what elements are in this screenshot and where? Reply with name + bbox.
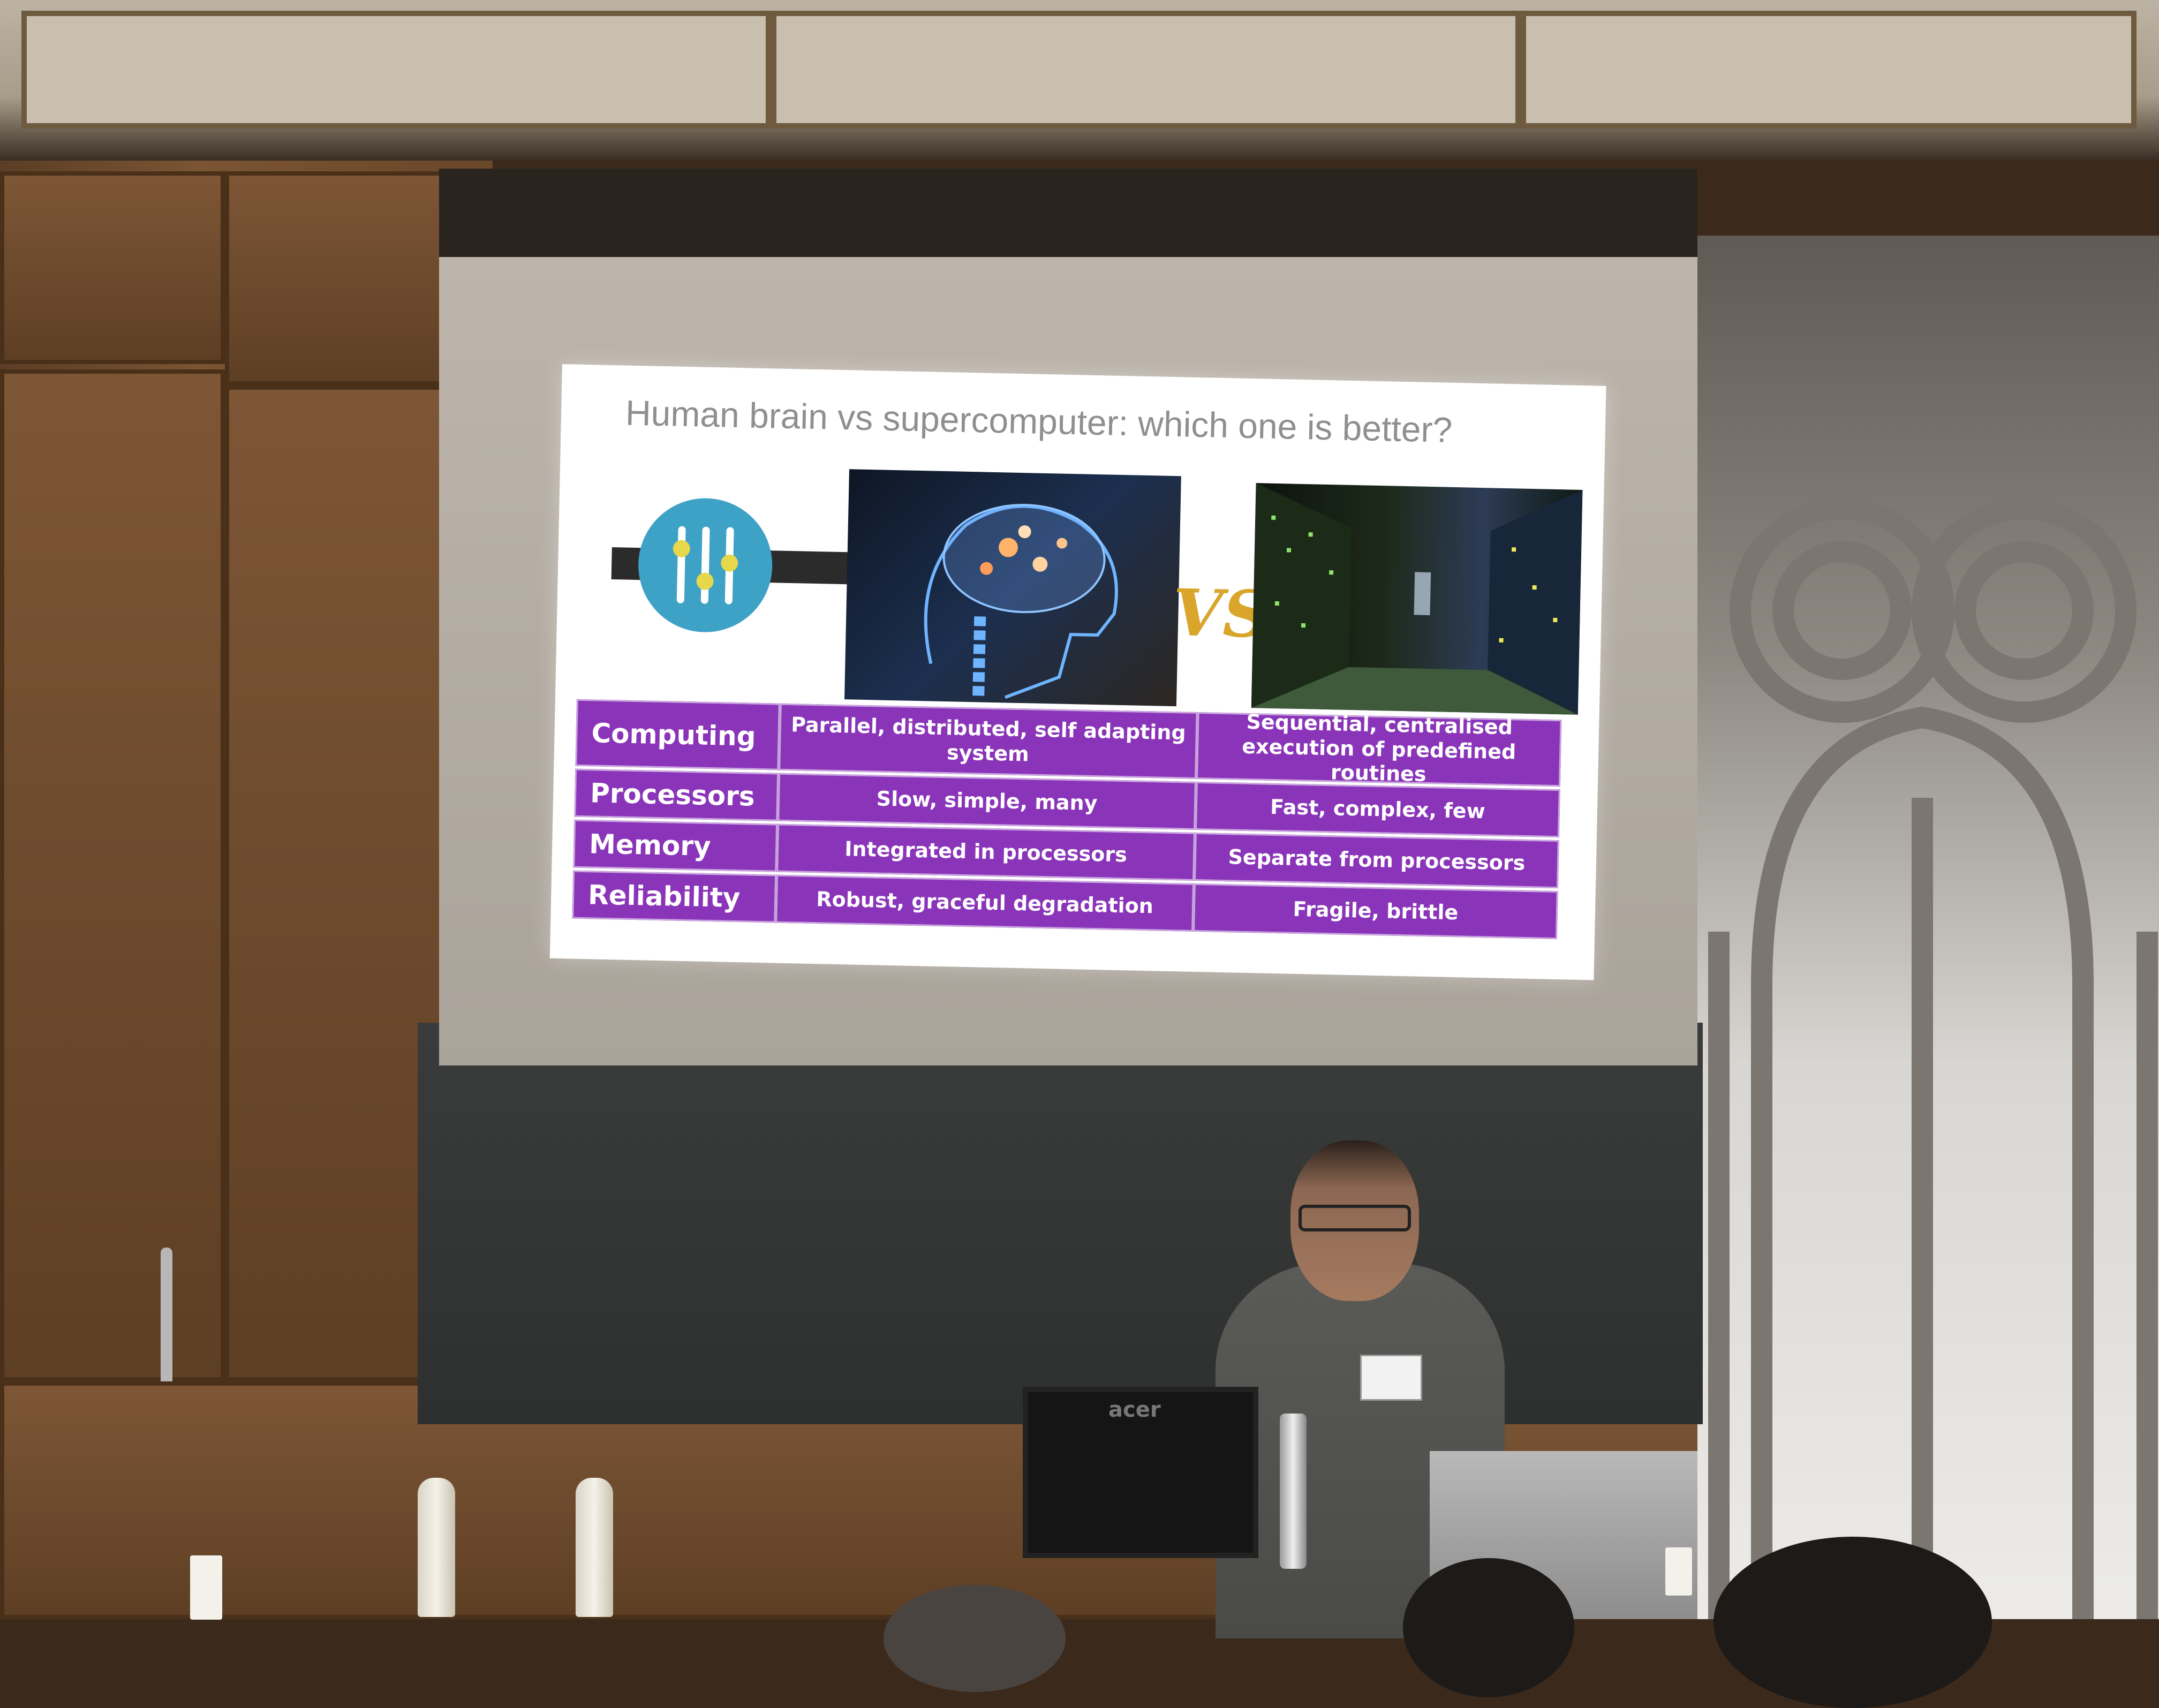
- slide-title: Human brain vs supercomputer: which one …: [625, 392, 1453, 450]
- computer-reliability: Fragile, brittle: [1193, 883, 1558, 940]
- wood-panel: [0, 171, 225, 364]
- water-bottle: [576, 1478, 613, 1617]
- audience-head: [1713, 1537, 1992, 1708]
- sliders-icon: [637, 497, 774, 634]
- row-label-computing: Computing: [575, 699, 780, 770]
- row-label-reliability: Reliability: [572, 870, 777, 923]
- monitor-brand: acer: [1108, 1397, 1161, 1422]
- dark-wall: [418, 1023, 1703, 1424]
- server-racks-icon: [1251, 483, 1583, 715]
- computer-computing: Sequential, centralised execution of pre…: [1196, 710, 1562, 787]
- presentation-slide: Human brain vs supercomputer: which one …: [549, 364, 1606, 980]
- brain-head-icon: [924, 504, 1118, 699]
- monitor: acer: [1023, 1387, 1258, 1558]
- ceiling-panel: [771, 11, 1521, 129]
- ceiling-panel: [21, 11, 771, 129]
- brain-image: [844, 469, 1181, 707]
- cup: [1665, 1547, 1692, 1596]
- name-badge: [1360, 1355, 1422, 1401]
- screen-housing: [439, 169, 1697, 260]
- window-tracery-icon: [1708, 498, 2158, 1619]
- door-handle: [161, 1248, 172, 1392]
- audience-head: [884, 1585, 1066, 1692]
- wood-panel: [225, 171, 471, 386]
- brain-memory: Integrated in processors: [776, 823, 1195, 881]
- audience-head: [1403, 1558, 1574, 1697]
- brain-processors: Slow, simple, many: [777, 773, 1196, 830]
- speaker-glasses: [1299, 1205, 1411, 1231]
- brain-computing: Parallel, distributed, self adapting sys…: [779, 703, 1198, 779]
- cup: [190, 1555, 222, 1620]
- supercomputer-image: [1251, 483, 1583, 715]
- gothic-window: [1697, 236, 2159, 1619]
- ceiling-panel: [1521, 11, 2137, 129]
- speaker-head: [1290, 1140, 1419, 1301]
- wood-panel: [0, 369, 225, 1381]
- row-label-memory: Memory: [573, 819, 778, 872]
- microphone-stand: [1280, 1414, 1307, 1569]
- sliders-icon-glyph: [673, 526, 738, 604]
- brain-reliability: Robust, graceful degradation: [775, 874, 1194, 932]
- computer-memory: Separate from processors: [1194, 832, 1559, 889]
- water-bottle: [418, 1478, 455, 1617]
- row-label-processors: Processors: [574, 768, 779, 821]
- computer-processors: Fast, complex, few: [1195, 781, 1560, 838]
